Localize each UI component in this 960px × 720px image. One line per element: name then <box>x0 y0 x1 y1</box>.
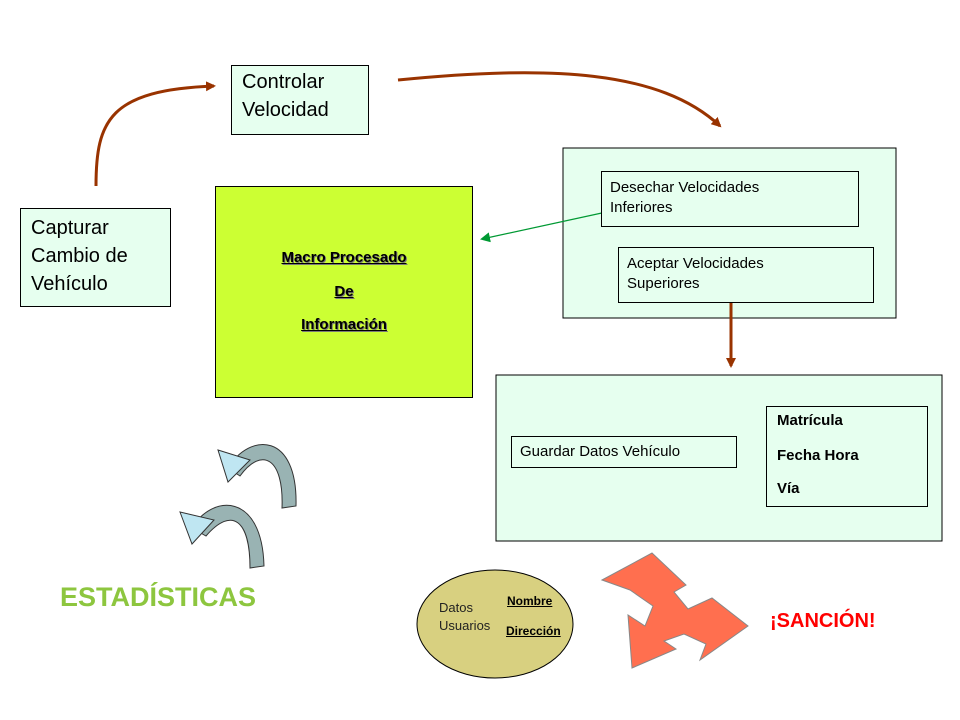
macro-procesado-box: Macro Procesado De Información <box>215 186 473 398</box>
macro-line-1: Macro Procesado <box>281 249 407 266</box>
macro-line-3: Información <box>301 316 387 333</box>
desechar-velocidades-box: Desechar Velocidades Inferiores <box>601 171 859 227</box>
capturar-cambio-box: Capturar Cambio de Vehículo <box>20 208 171 307</box>
arrow-controlar-to-filter <box>397 71 722 128</box>
via-label: Vía <box>777 480 800 497</box>
datos-vehiculo-box: Matrícula Fecha Hora Vía <box>766 406 928 507</box>
double-arrow-icon <box>600 552 749 669</box>
macro-line-2: De <box>334 283 354 300</box>
fecha-hora-label: Fecha Hora <box>777 447 859 464</box>
datos-usuarios-ellipse <box>416 569 574 679</box>
controlar-velocidad-box: Controlar Velocidad <box>231 65 369 135</box>
estadisticas-label: ESTADÍSTICAS <box>60 582 257 612</box>
arrow-capturar-to-controlar <box>94 81 216 187</box>
curved-arrow-lower-icon <box>179 504 265 569</box>
curved-arrow-upper-icon <box>217 444 297 509</box>
nombre-label: Nombre <box>507 594 553 608</box>
matricula-label: Matrícula <box>777 412 843 429</box>
datos-usuarios-label: Datos Usuarios <box>439 600 491 633</box>
guardar-datos-box: Guardar Datos Vehículo <box>511 436 737 468</box>
sancion-label: ¡SANCIÓN! <box>770 610 876 632</box>
aceptar-velocidades-box: Aceptar Velocidades Superiores <box>618 247 874 303</box>
direccion-label: Dirección <box>506 624 561 638</box>
arrow-desechar-to-macro <box>480 210 612 243</box>
